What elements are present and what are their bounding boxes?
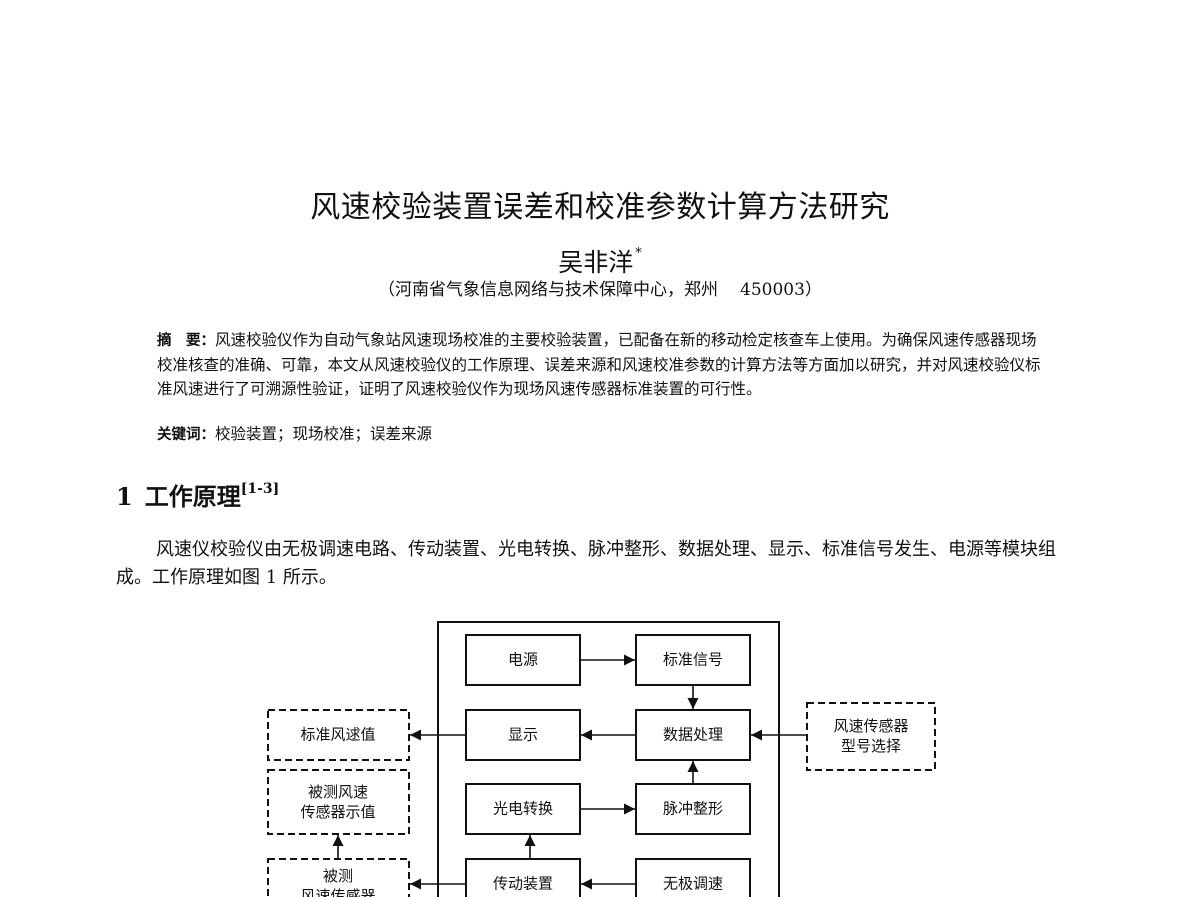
box-data-processing-text: 数据处理 [663,726,723,744]
box-pulse-shaping-text: 脉冲整形 [663,800,723,818]
paper-title: 风速校验装置误差和校准参数计算方法研究 [310,190,890,225]
section-heading: 1 工作原理[1-3] [116,472,279,514]
box-data-processing: 数据处理 [635,709,751,761]
box-sensor-reading-text: 被测风速传感器示值 [300,783,375,821]
box-speed-control: 无极调速 [635,858,751,897]
abstract: 摘 要：风速校验仪作为自动气象站风速现场校准的主要校验装置，已配备在新的移动检定… [157,328,1047,401]
box-label-line: 传感器示值 [300,803,375,821]
author-line: 吴非洋* [0,236,1200,281]
author-name: 吴非洋 [558,248,634,277]
box-transmission: 传动装置 [465,858,581,897]
box-pulse-shaping: 脉冲整形 [635,783,751,835]
box-sensor-under-test-text: 被测风速传感器 [300,867,375,897]
keywords-label: 关键词： [157,427,215,443]
body-paragraph: 风速仪校验仪由无极调速电路、传动装置、光电转换、脉冲整形、数据处理、显示、标准信… [116,539,1056,588]
box-label-line: 风速传感器 [300,887,375,897]
affiliation-postcode: 450003） [740,280,822,300]
box-label-line: 被测风速 [308,783,368,801]
box-sensor-model-select: 风速传感器型号选择 [806,702,936,771]
affiliation-text: （河南省气象信息网络与技术保障中心，郑州 [378,280,719,300]
box-label-line: 型号选择 [841,737,901,755]
box-power: 电源 [465,634,581,686]
device-frame [437,621,780,897]
section-reference: [1-3] [240,481,280,497]
abstract-text: 风速校验仪作为自动气象站风速现场校准的主要校验装置，已配备在新的移动检定核查车上… [157,331,1041,398]
box-power-text: 电源 [508,651,538,669]
box-standard-wind-value: 标准风逑值 [267,709,410,761]
abstract-label: 摘 要： [157,333,215,349]
box-sensor-reading: 被测风速传感器示值 [267,769,410,835]
box-sensor-model-select-text: 风速传感器型号选择 [833,717,908,755]
keywords: 关键词：校验装置；现场校准；误差来源 [157,422,1047,447]
box-label-line: 被测 [323,867,353,885]
affiliation: （河南省气象信息网络与技术保障中心，郑州 450003） [0,277,1200,303]
box-transmission-text: 传动装置 [493,875,553,893]
box-sensor-under-test: 被测风速传感器 [267,858,410,897]
box-display: 显示 [465,709,581,761]
box-display-text: 显示 [508,726,538,744]
box-standard-signal-text: 标准信号 [663,651,723,669]
box-standard-wind-value-text: 标准风逑值 [300,726,375,744]
box-photoelectric-conversion: 光电转换 [465,783,581,835]
keywords-text: 校验装置；现场校准；误差来源 [215,425,433,443]
section-title: 工作原理 [144,482,241,511]
box-photoelectric-conversion-text: 光电转换 [493,800,553,818]
box-speed-control-text: 无极调速 [663,875,723,893]
author-footnote-mark: * [635,246,642,261]
box-standard-signal: 标准信号 [635,634,751,686]
box-label-line: 风速传感器 [833,717,908,735]
section-number: 1 [116,482,133,511]
